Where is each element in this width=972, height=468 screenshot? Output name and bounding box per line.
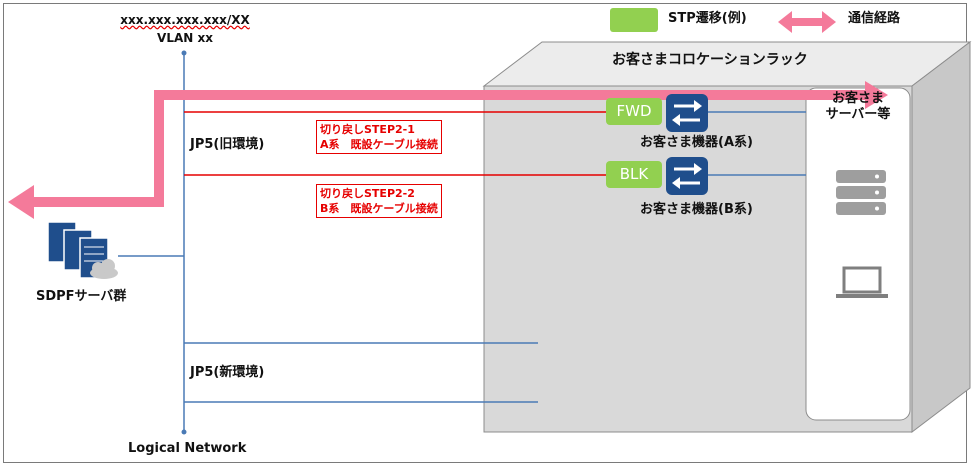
route-arrow-left	[8, 185, 34, 219]
route-arrow-right	[865, 81, 888, 109]
rack-side-face	[911, 40, 971, 434]
stp-state-a: FWD	[606, 98, 662, 125]
server-panel	[805, 87, 911, 421]
legend-route-label: 通信経路	[848, 11, 901, 26]
step-b-box: 切り戻しSTEP2-2 B系 既設ケーブル接続	[316, 184, 442, 218]
logical-network-label: Logical Network	[128, 441, 247, 456]
laptop-icon	[836, 266, 888, 298]
old-env-label: JP5(旧環境)	[190, 137, 265, 152]
switch-b-icon	[666, 157, 708, 195]
server-title-line2: サーバー等	[825, 107, 891, 122]
rack-title: お客さまコロケーションラック	[612, 52, 808, 68]
stp-state-b: BLK	[606, 161, 662, 188]
step-a-line2: A系 既設ケーブル接続	[320, 138, 438, 151]
vlan-name: VLAN xx	[157, 31, 213, 45]
vlan-top-node	[181, 50, 187, 56]
vlan-address: xxx.xxx.xxx.xxx/XX	[120, 13, 250, 27]
switch-a-icon	[666, 94, 708, 132]
legend-stp-swatch	[610, 8, 658, 32]
device-b-label: お客さま機器(B系)	[640, 202, 753, 217]
server-rack-icon	[836, 170, 886, 215]
step-a-box: 切り戻しSTEP2-1 A系 既設ケーブル接続	[316, 120, 442, 154]
new-env-label: JP5(新環境)	[190, 365, 265, 380]
vlan-bottom-node	[181, 429, 187, 435]
device-a-label: お客さま機器(A系)	[640, 135, 753, 150]
step-b-line2: B系 既設ケーブル接続	[320, 202, 438, 215]
step-a-line1: 切り戻しSTEP2-1	[320, 123, 415, 136]
sdpf-server-group-icon	[47, 221, 118, 279]
server-title-line1: お客さま	[831, 91, 884, 106]
route-path	[30, 90, 880, 207]
step-b-line1: 切り戻しSTEP2-2	[320, 187, 415, 200]
sdpf-label: SDPFサーバ群	[36, 289, 127, 304]
legend-stp-label: STP遷移(例)	[668, 11, 747, 26]
legend-route-arrow	[778, 11, 836, 33]
